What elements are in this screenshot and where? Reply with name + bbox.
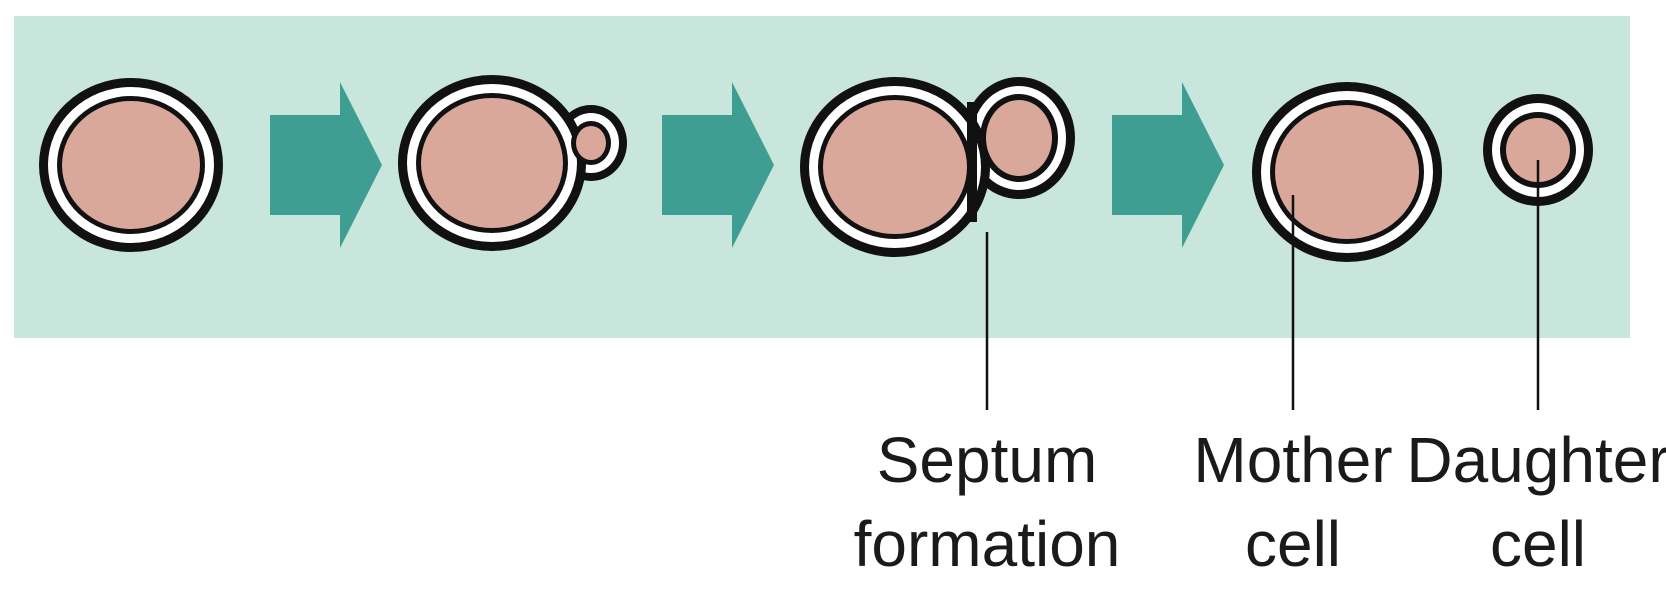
mother-label-line1: Mother <box>1193 424 1392 496</box>
daughter-label-line2: cell <box>1490 508 1586 580</box>
stage-1-single-cell <box>39 78 223 252</box>
stage-4-mother-cell <box>1252 82 1442 262</box>
septum-label-line1: Septum <box>877 424 1098 496</box>
mother-label-line2: cell <box>1245 508 1341 580</box>
septum-label-line2: formation <box>854 508 1121 580</box>
daughter-label-line1: Daughter <box>1406 424 1666 496</box>
